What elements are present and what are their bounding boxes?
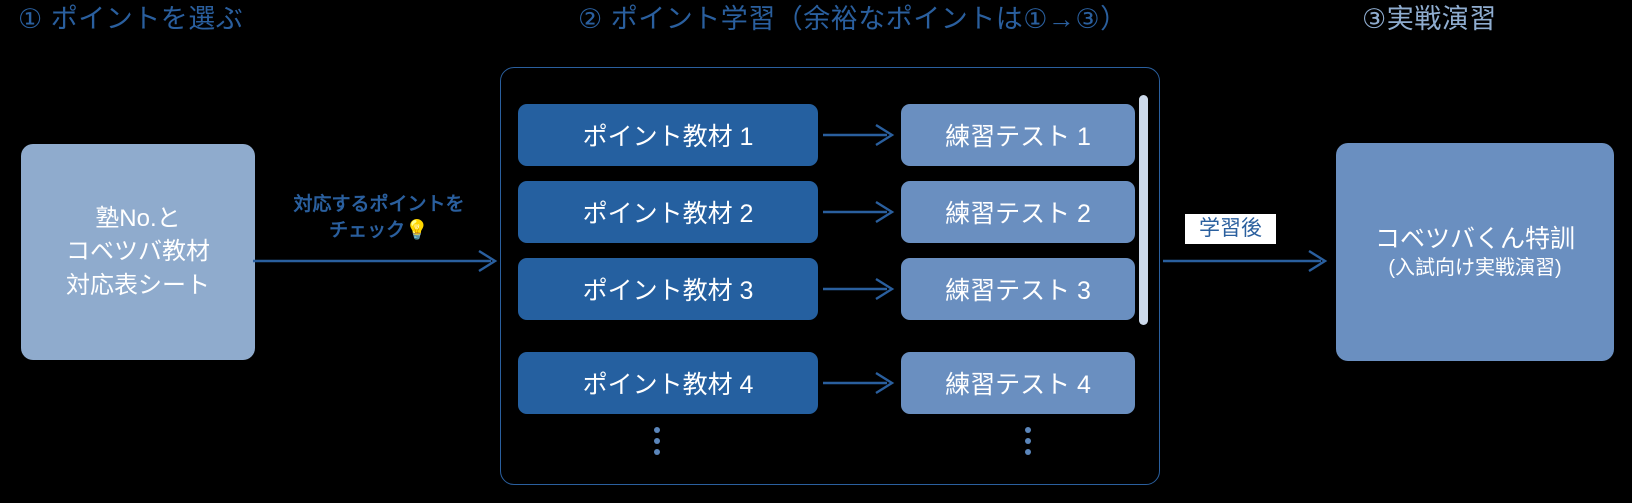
step-3-label: 実戦演習 — [1386, 4, 1497, 34]
arrow-sheet-to-container — [253, 249, 498, 273]
row-arrow-icon — [823, 200, 895, 224]
after-study-label: 学習後 — [1185, 214, 1276, 245]
step-3-number: ③ — [1362, 4, 1387, 34]
container-scrollbar-thumb[interactable] — [1139, 95, 1148, 325]
arrow-1-caption: 対応するポイントを チェック💡 — [256, 192, 502, 243]
reference-sheet-text: 塾No.と コベツバ教材 対応表シート — [66, 202, 210, 301]
reference-sheet-line-1: 塾No.と — [95, 205, 181, 233]
point-material-box[interactable]: ポイント教材 1 — [518, 104, 818, 166]
row-arrow-icon — [823, 371, 895, 395]
training-box[interactable]: コベツバくん特訓 (入試向け実戦演習) — [1336, 143, 1614, 361]
reference-sheet-box[interactable]: 塾No.と コベツバ教材 対応表シート — [21, 144, 255, 360]
arrow-container-to-training — [1163, 249, 1328, 273]
practice-test-box[interactable]: 練習テスト 4 — [901, 352, 1135, 414]
study-row: ポイント教材 2 練習テスト 2 — [518, 181, 1148, 243]
step-3-header: ③実戦演習 — [1362, 6, 1497, 33]
study-row: ポイント教材 4 練習テスト 4 — [518, 352, 1148, 414]
arrow-1-caption-line-1: 対応するポイントを — [293, 194, 465, 215]
step-1-header: ① ポイントを選ぶ — [18, 6, 243, 33]
practice-test-box[interactable]: 練習テスト 2 — [901, 181, 1135, 243]
point-material-box[interactable]: ポイント教材 4 — [518, 352, 818, 414]
point-material-box[interactable]: ポイント教材 2 — [518, 181, 818, 243]
reference-sheet-line-3: 対応表シート — [66, 271, 210, 299]
study-row: ポイント教材 3 練習テスト 3 — [518, 258, 1148, 320]
practice-test-ellipsis-icon — [1023, 422, 1033, 455]
row-arrow-icon — [823, 277, 895, 301]
training-title: コベツバくん特訓 — [1374, 225, 1575, 253]
step-1-label: ポイントを選ぶ — [42, 4, 244, 34]
point-material-ellipsis-icon — [652, 422, 662, 455]
arrow-1-caption-line-2-wrap: チェック💡 — [256, 218, 502, 244]
study-row: ポイント教材 1 練習テスト 1 — [518, 104, 1148, 166]
row-arrow-icon — [823, 123, 895, 147]
lightbulb-icon: 💡 — [405, 219, 429, 241]
point-material-box[interactable]: ポイント教材 3 — [518, 258, 818, 320]
step-2-header: ② ポイント学習（余裕なポイントは①→③） — [578, 6, 1128, 33]
point-study-container: ポイント教材 1 練習テスト 1 ポイント教材 2 練習テスト 2 ポイント教材… — [500, 67, 1160, 485]
step-2-number: ② — [578, 4, 603, 34]
arrow-1-caption-line-2: チェック — [329, 219, 406, 241]
step-1-number: ① — [18, 4, 43, 34]
training-subtitle: (入試向け実戦演習) — [1388, 257, 1562, 279]
practice-test-box[interactable]: 練習テスト 3 — [901, 258, 1135, 320]
step-2-label: ポイント学習（余裕なポイントは①→③） — [602, 4, 1128, 34]
reference-sheet-line-2: コベツバ教材 — [66, 238, 210, 266]
practice-test-box[interactable]: 練習テスト 1 — [901, 104, 1135, 166]
